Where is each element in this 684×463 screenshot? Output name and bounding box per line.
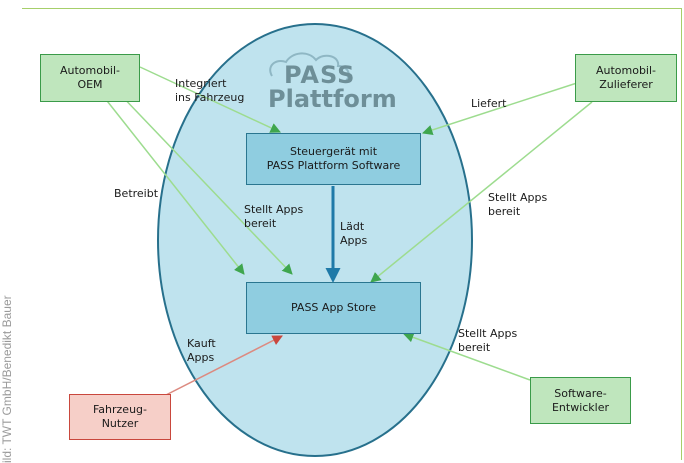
edge-oem-store-apps <box>117 91 293 275</box>
edge-supplier-ecu <box>422 81 581 136</box>
node-software-dev: Software- Entwickler <box>530 377 631 424</box>
logo-pass: PASS <box>284 61 356 89</box>
node-ecu: Steuergerät mit PASS Plattform Software <box>246 133 421 185</box>
label-buys: Kauft Apps <box>187 337 216 364</box>
label-delivers: Liefert <box>471 97 507 110</box>
edge-oem-ecu <box>139 66 281 133</box>
diagram-frame <box>22 8 682 460</box>
image-credit: ild: TWT GmbH/Benedikt Bauer <box>0 295 14 463</box>
node-supplier: Automobil- Zulieferer <box>575 54 677 102</box>
edge-supplier-store <box>370 101 593 283</box>
label-oem-apps: Stellt Apps bereit <box>244 203 304 230</box>
edge-user-store <box>163 335 283 397</box>
node-oem: Automobil- OEM <box>40 54 140 102</box>
label-loads: Lädt Apps <box>340 220 368 247</box>
label-supplier-apps: Stellt Apps bereit <box>488 191 548 218</box>
label-integrates: Integriert ins Fahrzeug <box>175 77 245 104</box>
node-vehicle-user: Fahrzeug- Nutzer <box>69 394 171 440</box>
node-app-store: PASS App Store <box>246 282 421 334</box>
label-dev-apps: Stellt Apps bereit <box>458 327 518 354</box>
edge-oem-store-operates <box>99 91 245 275</box>
logo-plattform: Plattform <box>268 85 397 113</box>
label-operates: Betreibt <box>114 187 159 200</box>
cloud-icon <box>269 52 350 83</box>
edge-dev-store <box>403 332 531 381</box>
platform-ellipse <box>157 23 473 457</box>
